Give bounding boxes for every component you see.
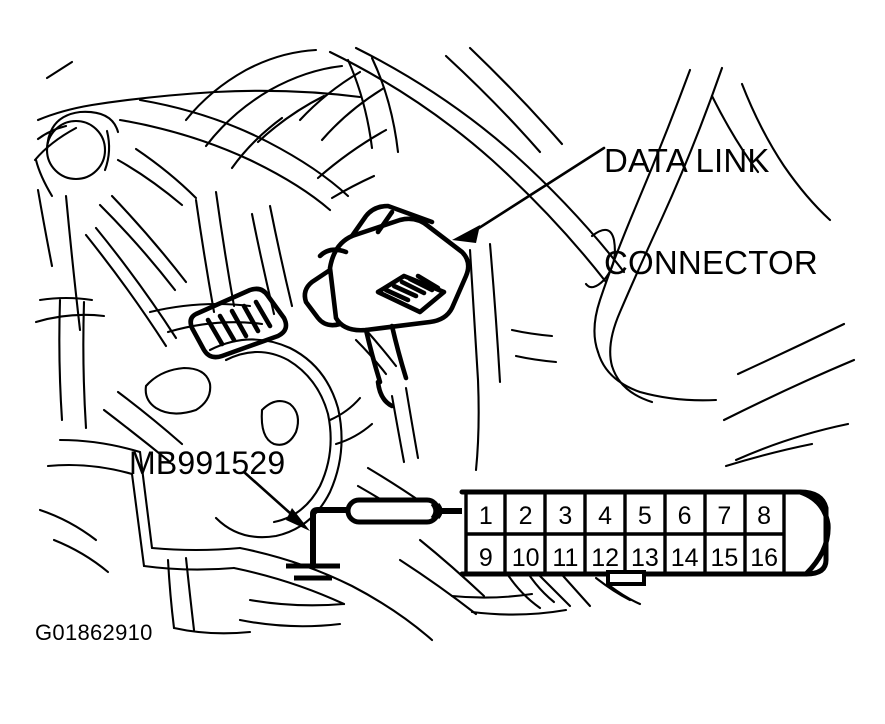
connector-pin-12: 12 [591, 544, 620, 572]
jumper-wire-probe [286, 497, 495, 581]
connector-pin-13: 13 [630, 544, 659, 572]
obd2-connector-pin-diagram [459, 489, 831, 586]
leader-line-tool [242, 470, 310, 531]
connector-pin-5: 5 [637, 502, 652, 530]
connector-pin-1: 1 [478, 502, 493, 530]
dlc-label-line-2: CONNECTOR [604, 244, 818, 281]
connector-pin-11: 11 [552, 544, 579, 572]
data-link-connector-assembly [188, 203, 471, 409]
special-tool-label: MB991529 [129, 445, 286, 481]
connector-pin-6: 6 [677, 502, 692, 530]
connector-pin-10: 10 [511, 544, 540, 572]
connector-pin-16: 16 [750, 544, 779, 572]
leader-line-connector [452, 146, 606, 243]
connector-pin-3: 3 [558, 502, 573, 530]
connector-pin-14: 14 [670, 544, 699, 572]
connector-pin-15: 15 [710, 544, 739, 572]
dlc-label-line-1: DATA LINK [604, 142, 770, 179]
data-link-connector-label: DATA LINK CONNECTOR [604, 78, 818, 348]
chassis-ground-symbol [286, 516, 340, 581]
figure-id-code: G01862910 [35, 620, 153, 645]
connector-pin-2: 2 [518, 502, 533, 530]
connector-pin-9: 9 [478, 544, 493, 572]
connector-pin-4: 4 [598, 502, 613, 530]
vehicle-underdash-linework [33, 46, 856, 642]
connector-pin-7: 7 [717, 502, 732, 530]
connector-pin-8: 8 [757, 502, 772, 530]
